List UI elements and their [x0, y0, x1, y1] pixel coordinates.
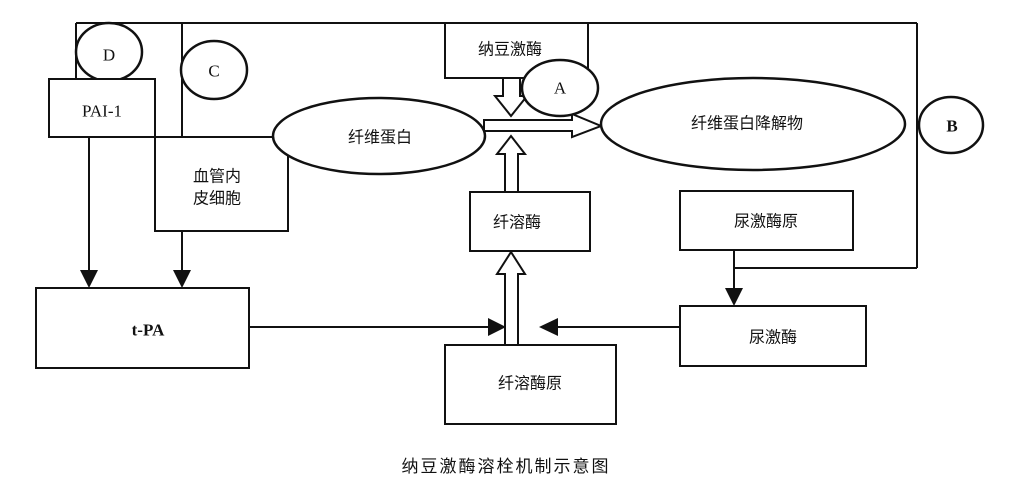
prourokinase-to-urokinase-arrowhead: [725, 288, 743, 306]
node-tpa: t-PA: [35, 287, 250, 369]
node-endothelial-cells: 血管内 皮细胞: [154, 136, 289, 232]
marker-c-label: C: [208, 62, 219, 81]
node-plasmin: 纤溶酶: [469, 191, 591, 252]
node-endothelial-label-line2: 皮细胞: [193, 189, 241, 208]
solid-arrows: [80, 137, 743, 336]
pai1-to-tpa-arrowhead: [80, 270, 98, 288]
node-prourokinase-label: 尿激酶原: [734, 212, 798, 231]
urokinase-to-plasminogen-arrowhead: [539, 318, 558, 336]
node-pai1: PAI-1: [48, 78, 156, 138]
node-tpa-label: t-PA: [132, 321, 165, 340]
endothelial-to-tpa-arrowhead: [173, 270, 191, 288]
marker-d: D: [74, 21, 144, 83]
node-urokinase: 尿激酶: [679, 305, 867, 367]
tpa-to-plasminogen-arrowhead: [488, 318, 506, 336]
fibrin-to-fdp-hollow-arrow: [483, 112, 604, 139]
node-fibrin-label: 纤维蛋白: [348, 128, 412, 147]
node-nattokinase-label: 纳豆激酶: [478, 40, 542, 59]
plasmin-hollow-arrow: [494, 134, 528, 193]
marker-a-label: A: [554, 79, 567, 98]
node-plasmin-label: 纤溶酶: [493, 213, 541, 232]
marker-b: B: [917, 95, 985, 155]
node-fibrin: 纤维蛋白: [271, 96, 487, 176]
marker-b-label: B: [946, 117, 957, 136]
marker-a: A: [520, 58, 600, 118]
marker-c: C: [179, 39, 249, 101]
node-endothelial-label-line1: 血管内: [193, 167, 241, 186]
node-plasminogen: 纤溶酶原: [444, 344, 617, 425]
node-fibrin-degradation-products: 纤维蛋白降解物: [599, 76, 907, 172]
marker-d-label: D: [103, 46, 115, 65]
plasminogen-hollow-arrow: [495, 250, 527, 346]
node-plasminogen-label: 纤溶酶原: [498, 374, 562, 393]
nattokinase-hollow-arrow: [492, 77, 530, 118]
node-pai1-label: PAI-1: [82, 102, 122, 121]
node-urokinase-label: 尿激酶: [749, 328, 797, 347]
node-prourokinase: 尿激酶原: [679, 190, 854, 251]
node-fdp-label: 纤维蛋白降解物: [691, 114, 803, 133]
figure-caption: 纳豆激酶溶栓机制示意图: [401, 457, 611, 477]
